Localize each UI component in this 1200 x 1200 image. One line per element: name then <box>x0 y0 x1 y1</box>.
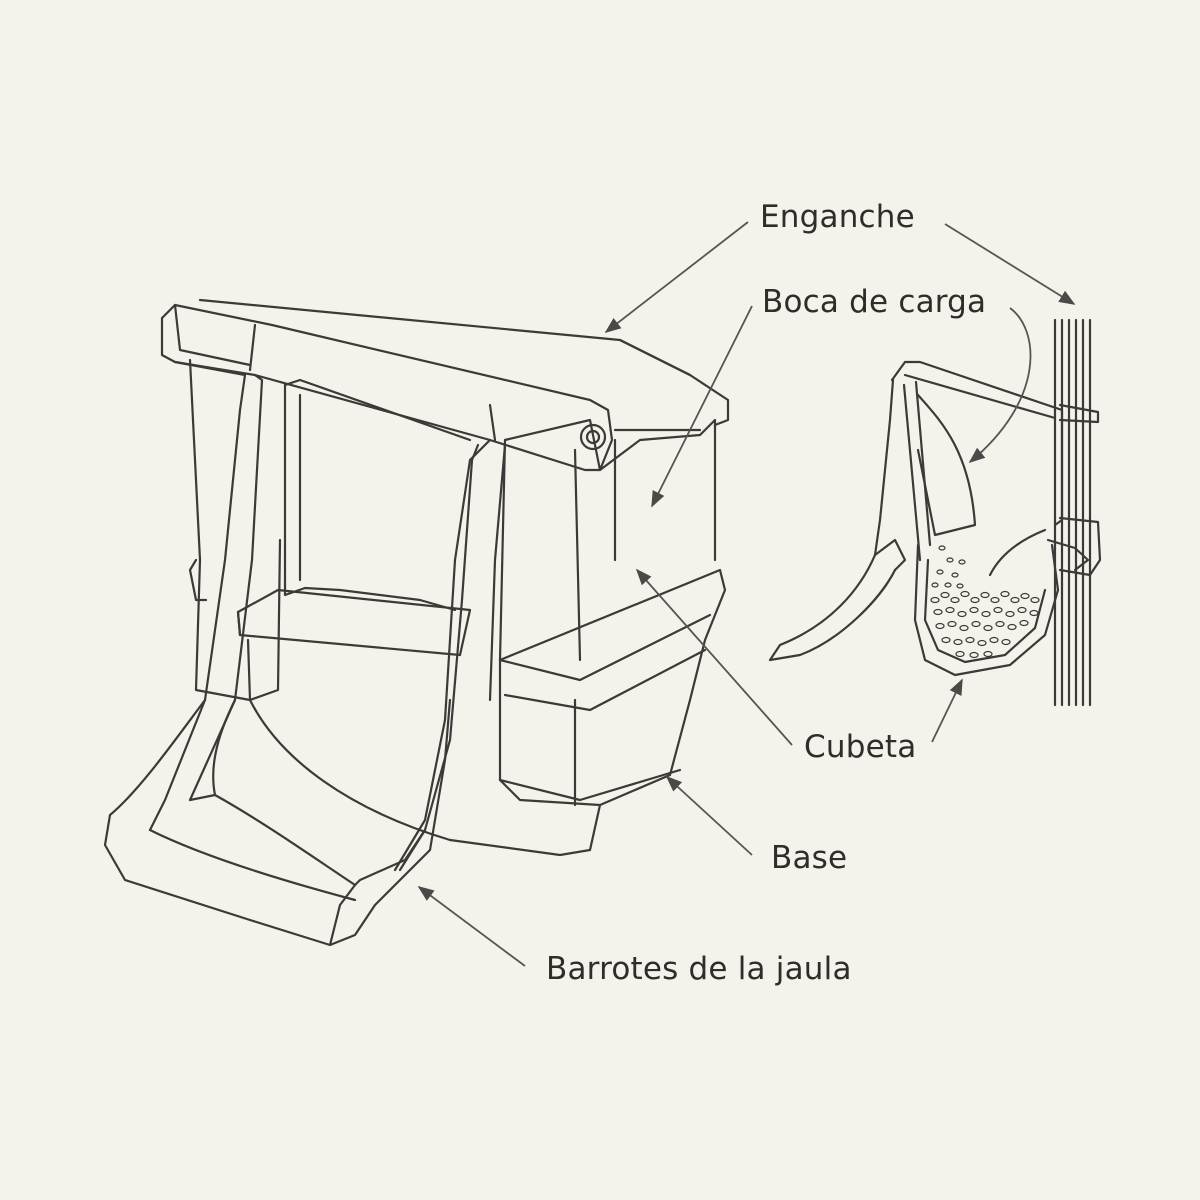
label-barrotes: Barrotes de la jaula <box>546 951 852 987</box>
feeder-cross-section <box>768 318 1102 707</box>
label-enganche: Enganche <box>760 199 915 235</box>
leader-cubeta-left <box>635 568 793 746</box>
label-base: Base <box>771 840 848 876</box>
feeder-main-view <box>103 298 730 947</box>
label-boca-de-carga: Boca de carga <box>762 284 987 320</box>
leader-boca-left <box>651 305 753 508</box>
leader-base <box>665 775 753 856</box>
seed-pile <box>930 545 1040 659</box>
leader-barrotes <box>417 886 526 967</box>
label-cubeta: Cubeta <box>804 729 917 765</box>
leader-lines <box>417 221 1076 967</box>
leader-enganche-right <box>944 223 1076 305</box>
leader-cubeta-right <box>931 678 963 743</box>
leader-boca-right <box>968 307 1032 464</box>
leader-enganche-left <box>604 221 749 333</box>
